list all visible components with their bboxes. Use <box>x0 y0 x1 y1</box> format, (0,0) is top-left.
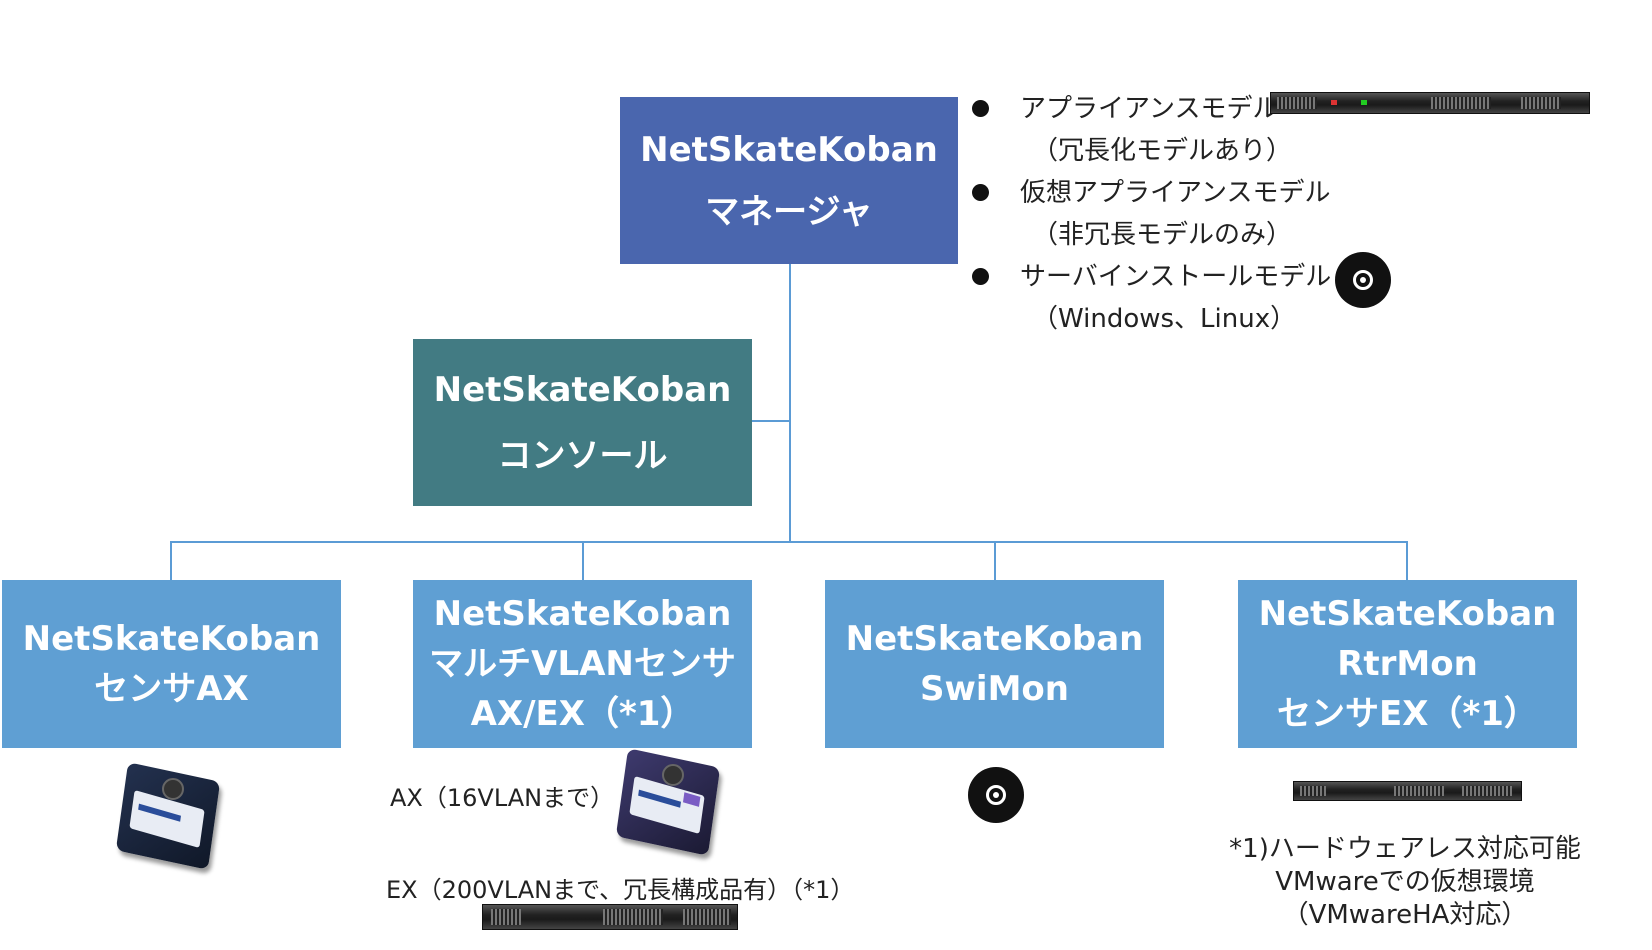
connector-drop-swimon <box>994 541 996 580</box>
product-box-rtrmon: NetSkateKoban RtrMon センサEX（*1） <box>1238 580 1577 748</box>
sensor-device-icon <box>615 748 721 856</box>
product-title: NetSkateKoban <box>1258 594 1557 634</box>
model-note: （非冗長モデルのみ） <box>1032 220 1293 250</box>
footnote: *1)ハードウェアレス対応可能 VMwareでの仮想環境 （VMwareHA対応… <box>1225 833 1585 932</box>
manager-model-server-install: サーバインストールモデル （Windows、Linux） <box>972 256 1331 340</box>
product-title: NetSkateKoban <box>22 619 321 659</box>
model-name: アプライアンスモデル <box>1020 94 1279 124</box>
disc-icon <box>1335 252 1391 308</box>
console-box: NetSkateKoban コンソール <box>413 339 752 506</box>
sensor-device-icon <box>115 762 221 870</box>
footnote-line: *1)ハードウェアレス対応可能 <box>1229 834 1581 864</box>
product-title: NetSkateKoban <box>433 594 732 634</box>
model-name: 仮想アプライアンスモデル <box>1020 178 1331 208</box>
bullet-icon <box>972 100 989 117</box>
connector-drop-multi-vlan <box>582 541 584 580</box>
connector-sensor-bus <box>170 541 1408 543</box>
bullet-icon <box>972 268 989 285</box>
rack-server-icon <box>482 904 738 930</box>
console-title: NetSkateKoban <box>433 369 732 410</box>
product-title: NetSkateKoban <box>845 619 1144 659</box>
manager-box: NetSkateKoban マネージャ <box>620 97 958 264</box>
footnote-line: VMwareでの仮想環境 <box>1275 867 1535 897</box>
disc-icon <box>968 767 1024 823</box>
product-subtitle: SwiMon <box>920 669 1069 709</box>
footnote-line: （VMwareHA対応） <box>1282 900 1528 930</box>
manager-model-appliance: アプライアンスモデル （冗長化モデルあり） <box>972 88 1331 172</box>
model-note: （冗長化モデルあり） <box>1032 136 1293 166</box>
product-variant: センサEX（*1） <box>1277 694 1538 734</box>
note-ax-16vlan: AX（16VLANまで） <box>390 784 615 812</box>
product-subtitle: マルチVLANセンサ <box>429 644 736 684</box>
manager-subtitle: マネージャ <box>705 191 873 232</box>
product-variant: AX/EX（*1） <box>470 694 695 734</box>
product-box-sensor-ax: NetSkateKoban センサAX <box>2 580 341 748</box>
manager-model-virtual: 仮想アプライアンスモデル （非冗長モデルのみ） <box>972 172 1331 256</box>
connector-drop-sensor-ax <box>170 541 172 580</box>
connector-console-branch <box>752 420 790 422</box>
manager-models-list: アプライアンスモデル （冗長化モデルあり） 仮想アプライアンスモデル （非冗長モ… <box>972 88 1331 340</box>
connector-manager-trunk <box>789 264 791 543</box>
product-subtitle: センサAX <box>94 669 249 709</box>
model-name: サーバインストールモデル <box>1020 262 1332 292</box>
product-box-swimon: NetSkateKoban SwiMon <box>825 580 1164 748</box>
product-subtitle: RtrMon <box>1337 644 1478 684</box>
note-ex-200vlan: EX（200VLANまで、冗長構成品有）（*1） <box>386 876 855 904</box>
model-note: （Windows、Linux） <box>1032 304 1297 334</box>
rack-server-icon <box>1270 92 1590 114</box>
manager-title: NetSkateKoban <box>640 129 938 170</box>
connector-drop-rtrmon <box>1406 541 1408 580</box>
rack-server-icon <box>1293 781 1522 801</box>
console-subtitle: コンソール <box>497 435 668 476</box>
product-box-multi-vlan-sensor: NetSkateKoban マルチVLANセンサ AX/EX（*1） <box>413 580 752 748</box>
bullet-icon <box>972 184 989 201</box>
